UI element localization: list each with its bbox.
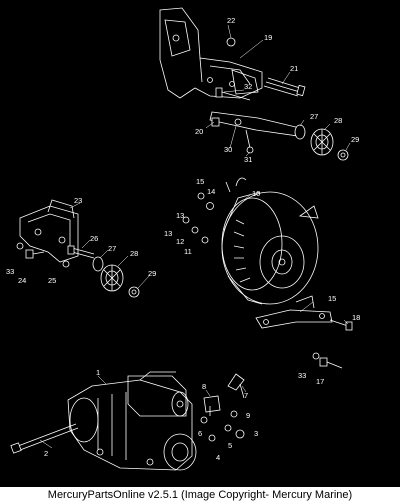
washer-33-right xyxy=(312,352,320,360)
stud-26 xyxy=(67,245,95,259)
bolt-20 xyxy=(211,117,220,127)
callout-15-top: 15 xyxy=(196,177,204,186)
callout-14: 14 xyxy=(207,187,215,196)
callout-21: 21 xyxy=(290,64,298,73)
callout-23: 23 xyxy=(74,196,82,205)
callout-13-2: 13 xyxy=(164,229,172,238)
callout-19: 19 xyxy=(264,33,272,42)
nut-29-lower xyxy=(128,286,140,298)
nut-14 xyxy=(206,202,214,210)
callout-1: 1 xyxy=(96,368,100,377)
spacer-27-upper xyxy=(294,124,306,140)
callout-17: 17 xyxy=(316,377,324,386)
nut-3 xyxy=(235,429,245,439)
washer-13 xyxy=(182,216,190,224)
nut-15 xyxy=(197,192,205,200)
bolt-18 xyxy=(329,319,353,331)
callout-7: 7 xyxy=(244,391,248,400)
copyright-caption: MercuryPartsOnline v2.5.1 (Image Copyrig… xyxy=(0,487,400,504)
callout-32: 32 xyxy=(244,82,252,91)
washer-4 xyxy=(208,434,216,442)
callout-29-lower: 29 xyxy=(148,269,156,278)
callout-8: 8 xyxy=(202,382,206,391)
bolt-25 xyxy=(62,260,70,268)
callout-27-lower: 27 xyxy=(108,244,116,253)
bolt-21 xyxy=(263,77,306,97)
nut-22 xyxy=(226,37,236,47)
callout-18: 18 xyxy=(352,313,360,322)
callout-28-upper: 28 xyxy=(334,116,342,125)
washer-5 xyxy=(224,424,232,432)
callout-30: 30 xyxy=(224,145,232,154)
nut-11 xyxy=(201,236,209,244)
bolt-2 xyxy=(10,423,79,454)
callout-2: 2 xyxy=(44,449,48,458)
bracket-23 xyxy=(19,199,79,263)
upper-mounting-bracket xyxy=(159,7,263,99)
callout-29-upper: 29 xyxy=(351,135,359,144)
callout-10: 10 xyxy=(252,189,260,198)
washer-6 xyxy=(200,416,208,424)
callout-33-right: 33 xyxy=(298,371,306,380)
nut-29-upper xyxy=(337,149,349,161)
callout-6: 6 xyxy=(198,429,202,438)
spacer-27-lower xyxy=(92,256,104,272)
bolt-24 xyxy=(25,249,45,259)
callout-31: 31 xyxy=(244,155,252,164)
callout-25: 25 xyxy=(48,276,56,285)
callout-27-upper: 27 xyxy=(310,112,318,121)
brace-16 xyxy=(255,309,333,329)
callout-11: 11 xyxy=(184,247,192,256)
callout-26: 26 xyxy=(90,234,98,243)
spacer-bracket-30 xyxy=(209,111,301,137)
pulley-28-upper xyxy=(310,128,334,156)
washer-12 xyxy=(191,226,199,234)
bolt-17 xyxy=(319,357,343,369)
pulley-28-lower xyxy=(100,264,124,292)
callout-9: 9 xyxy=(246,411,250,420)
bolt-32 xyxy=(215,87,251,101)
bolt-31 xyxy=(245,129,254,154)
callout-12: 12 xyxy=(176,237,184,246)
callout-24: 24 xyxy=(18,276,26,285)
callout-4: 4 xyxy=(216,453,220,462)
starter-motor xyxy=(67,371,197,471)
callout-20: 20 xyxy=(195,127,203,136)
callout-22: 22 xyxy=(227,16,235,25)
exploded-parts-diagram: 22 19 21 32 27 28 29 20 30 31 15 14 10 1… xyxy=(6,7,360,471)
callout-labels: 22 19 21 32 27 28 29 20 30 31 15 14 10 1… xyxy=(6,16,360,462)
callout-3: 3 xyxy=(254,429,258,438)
washer-33-left xyxy=(16,242,24,250)
terminal-8 xyxy=(203,395,221,416)
nut-9 xyxy=(230,410,238,418)
callout-5: 5 xyxy=(228,441,232,450)
alternator xyxy=(221,177,319,309)
callout-13: 13 xyxy=(176,211,184,220)
cable-7 xyxy=(227,373,245,399)
leader-lines xyxy=(39,24,351,449)
callout-15-brace: 15 xyxy=(328,294,336,303)
callout-28-lower: 28 xyxy=(130,249,138,258)
callout-33-left: 33 xyxy=(6,267,14,276)
